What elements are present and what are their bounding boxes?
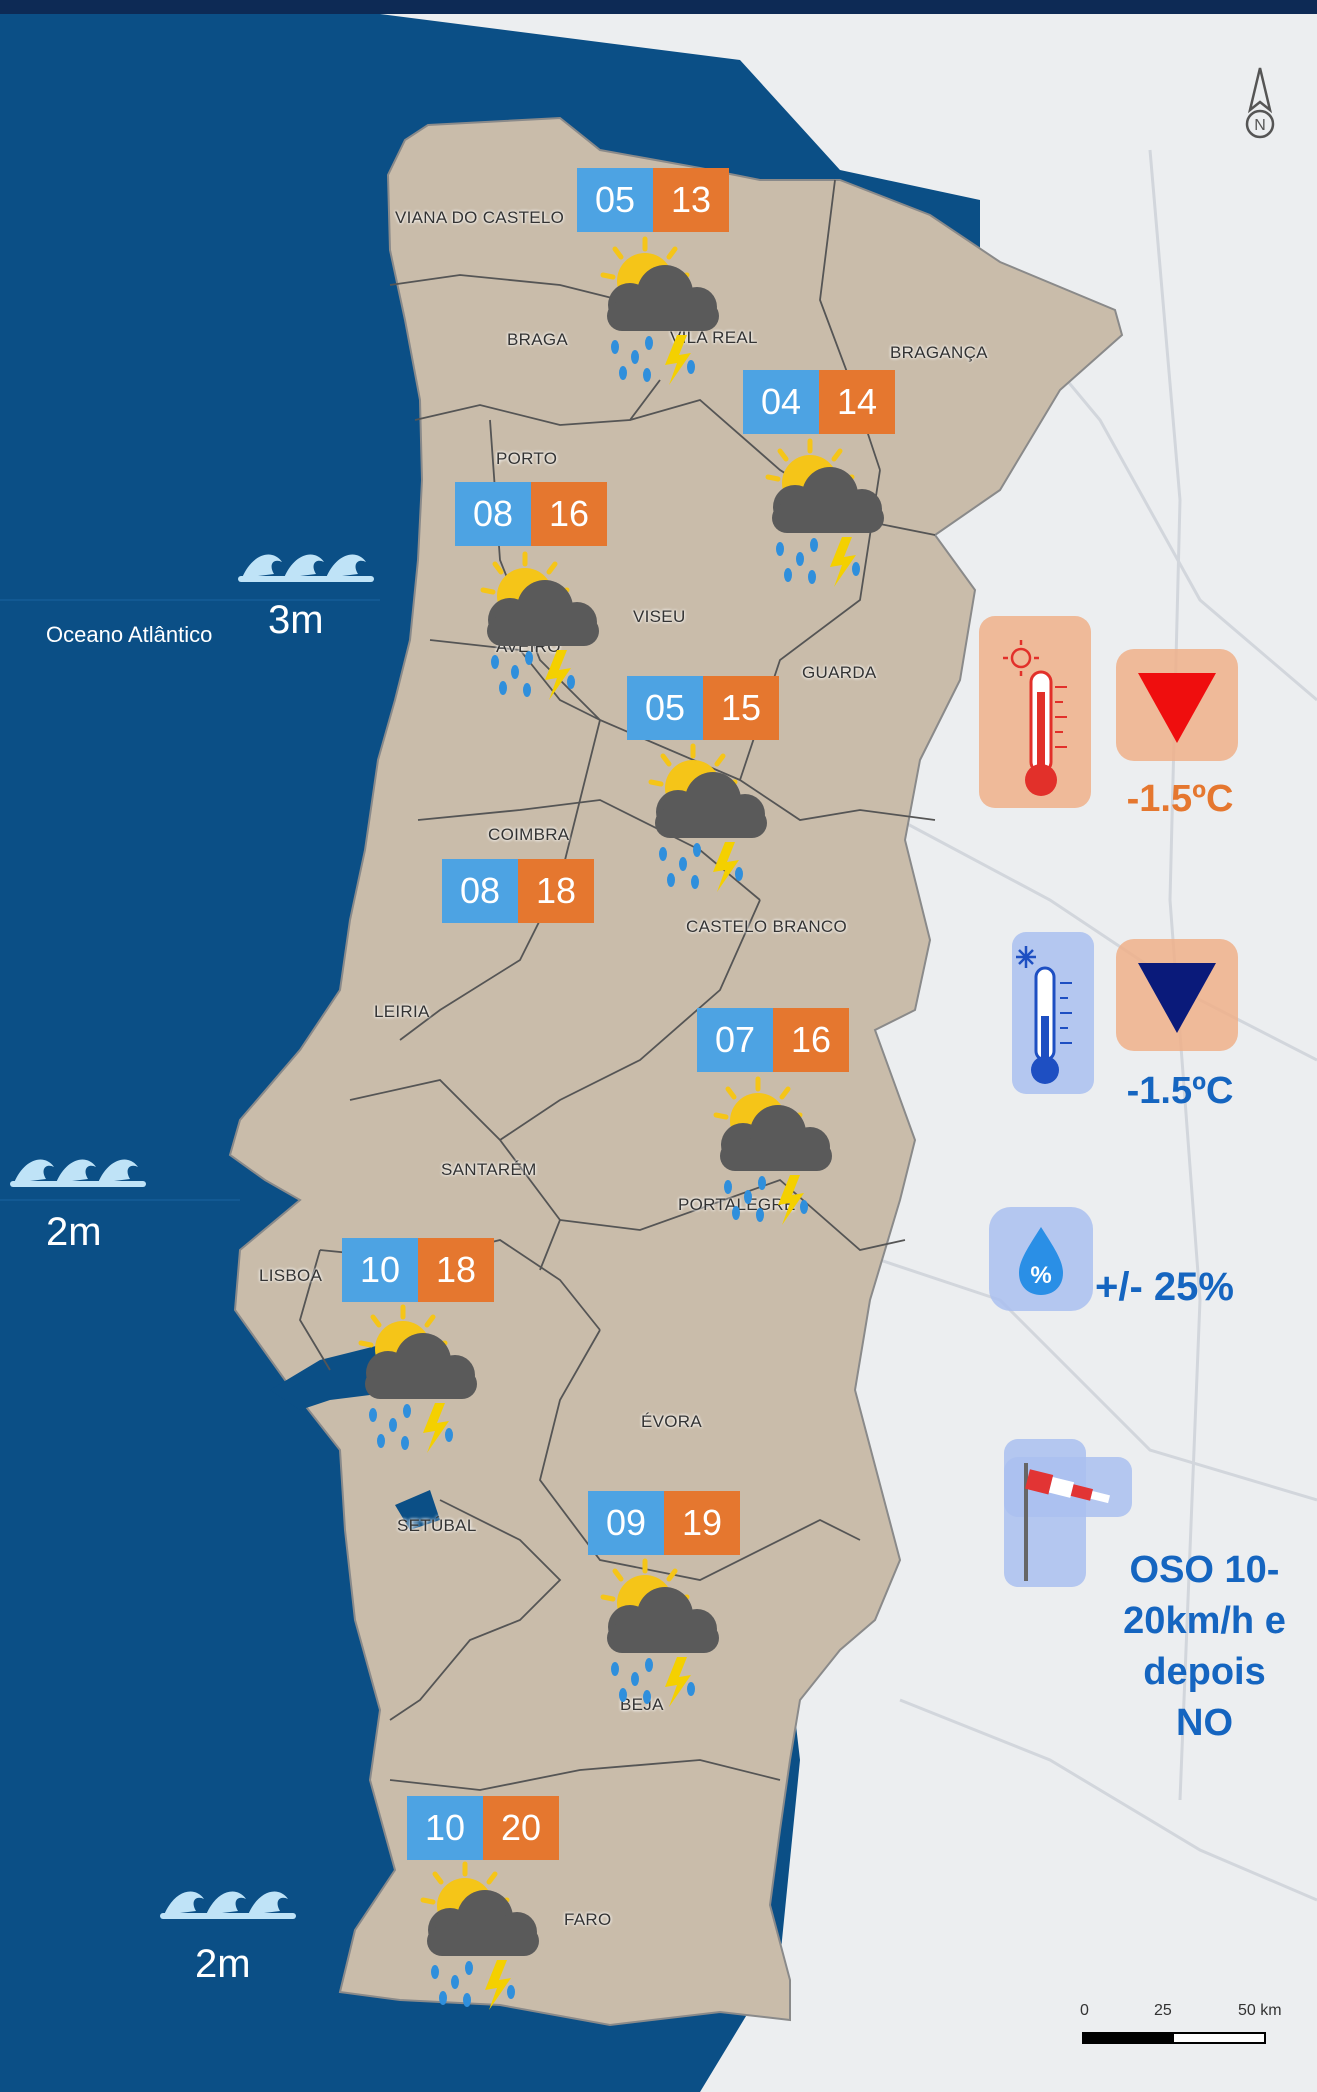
wind-line: depois — [1143, 1651, 1266, 1693]
scale-label: 0 — [1080, 2002, 1089, 2019]
wind-line: 20km/h e — [1123, 1600, 1286, 1642]
thermometer-cold-icon — [1012, 932, 1094, 1094]
scale-label: 50 km — [1238, 2002, 1282, 2019]
district-label: LEIRIA — [374, 1002, 430, 1021]
district-label: PORTALEGRE — [678, 1195, 796, 1214]
district-label: VILA REAL — [670, 328, 758, 347]
temp-min: 05 — [627, 676, 703, 740]
partly-cloudy-rain-thunder-icon — [600, 1558, 719, 1707]
tagus-estuary — [270, 1345, 400, 1410]
wave-height: 3m — [268, 598, 324, 642]
wave-height: 2m — [46, 1210, 102, 1254]
temp-min: 04 — [743, 370, 819, 434]
partly-cloudy-rain-thunder-icon — [713, 1076, 832, 1225]
temp-max: 14 — [819, 370, 895, 434]
ocean-grid — [0, 599, 380, 1201]
humidity-change: +/- 25% — [1095, 1265, 1234, 1309]
waves-icon — [238, 554, 374, 582]
district-label: BRAGANÇA — [890, 343, 988, 362]
district-label: FARO — [564, 1910, 612, 1929]
temp-min: 10 — [407, 1796, 483, 1860]
waves-icon — [10, 1159, 146, 1187]
wind-line: OSO 10- — [1129, 1549, 1280, 1591]
temp-max: 18 — [518, 859, 594, 923]
thermometer-hot-icon — [979, 616, 1091, 808]
district-label: BEJA — [620, 1695, 664, 1714]
down-triangle-red-icon — [1116, 649, 1238, 761]
max-temp-change: -1.5ºC — [1126, 778, 1234, 820]
partly-cloudy-rain-thunder-icon — [648, 743, 767, 892]
wind-line: NO — [1176, 1702, 1233, 1744]
humidity-symbol: % — [1030, 1262, 1051, 1289]
district-label: VISEU — [633, 607, 686, 626]
wind-forecast: OSO 10- 20km/h e depois NO — [1092, 1545, 1317, 1749]
district-label: COIMBRA — [488, 825, 570, 844]
partly-cloudy-rain-thunder-icon — [420, 1861, 539, 2010]
top-bar — [0, 0, 1317, 14]
down-triangle-blue-icon — [1116, 939, 1238, 1051]
temp-min: 08 — [442, 859, 518, 923]
district-label: VIANA DO CASTELO — [395, 208, 565, 227]
district-label: SANTARÉM — [441, 1160, 537, 1179]
portugal-land — [228, 116, 1124, 2027]
district-label: BRAGA — [507, 330, 569, 349]
partly-cloudy-rain-thunder-icon — [358, 1304, 477, 1453]
north-label: N — [1254, 117, 1266, 134]
partly-cloudy-rain-thunder-icon — [600, 236, 719, 385]
waves-icon — [160, 1891, 296, 1919]
temp-min: 09 — [588, 1491, 664, 1555]
wave-height: 2m — [195, 1942, 251, 1986]
district-label: LISBOA — [259, 1266, 323, 1285]
district-label: SETÚBAL — [397, 1516, 477, 1535]
ocean-label: Oceano Atlântico — [46, 622, 213, 647]
humidity-drop-icon: % — [989, 1207, 1093, 1311]
north-arrow-icon: N — [1245, 67, 1275, 139]
scale-segment — [1082, 2032, 1174, 2044]
district-label: GUARDA — [802, 663, 877, 682]
scale-bar: 0 25 50 km — [1080, 2002, 1310, 2062]
temp-max: 16 — [531, 482, 607, 546]
temp-max: 15 — [703, 676, 779, 740]
scale-label: 25 — [1154, 2002, 1172, 2019]
temp-max: 20 — [483, 1796, 559, 1860]
partly-cloudy-rain-thunder-icon — [480, 551, 599, 700]
sado-estuary — [395, 1490, 440, 1530]
scale-segment — [1172, 2032, 1266, 2044]
windsock-icon — [1004, 1439, 1132, 1587]
temp-min: 10 — [342, 1238, 418, 1302]
temp-max: 19 — [664, 1491, 740, 1555]
temp-min: 07 — [697, 1008, 773, 1072]
temp-min: 08 — [455, 482, 531, 546]
temp-max: 13 — [653, 168, 729, 232]
temp-max: 16 — [773, 1008, 849, 1072]
district-label: PORTO — [496, 449, 558, 468]
min-temp-change: -1.5ºC — [1126, 1070, 1234, 1112]
district-label: ÉVORA — [641, 1412, 703, 1431]
partly-cloudy-rain-thunder-icon — [765, 438, 884, 587]
temp-min: 05 — [577, 168, 653, 232]
district-label: CASTELO BRANCO — [686, 917, 848, 936]
temp-max: 18 — [418, 1238, 494, 1302]
